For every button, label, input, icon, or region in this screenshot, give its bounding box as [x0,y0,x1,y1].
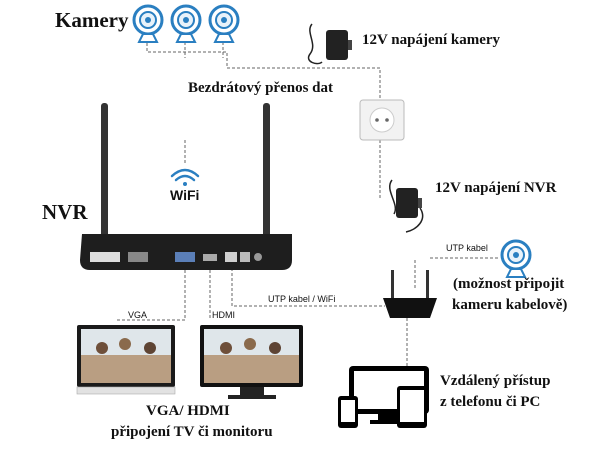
optional-camera-line2: kameru kabelově) [452,297,568,313]
router-icon [383,270,437,318]
connection-lines [115,38,500,370]
power-adapter-icon [307,23,352,65]
remote-access-line1: Vzdálený přístup [440,373,551,389]
cameras-title: Kamery [55,8,129,32]
vga-hdmi-label-line2: připojení TV či monitoru [111,424,273,440]
vga-port-label: VGA [128,310,148,320]
utp-wifi-label: UTP kabel / WiFi [268,294,336,304]
wifi-icon [170,168,200,186]
camera-icon [208,4,240,44]
tv-icon [200,325,303,399]
wifi-label: WiFi [170,187,200,203]
nvr-device [80,103,292,270]
vga-hdmi-label-line1: VGA/ HDMI [146,403,230,419]
optional-camera-line1: (možnost připojit [453,276,565,292]
tablet-icon [397,386,427,428]
camera-power-label: 12V napájení kamery [362,32,501,48]
monitor-icon [76,325,176,395]
camera-icon [170,4,202,44]
nvr-power-label: 12V napájení NVR [435,180,557,196]
wireless-transfer-label: Bezdrátový přenos dat [188,80,333,96]
smartphone-icon [338,396,358,428]
wall-socket-icon [359,99,405,141]
power-adapter-icon [389,179,424,233]
utp-cable-label: UTP kabel [446,243,488,253]
nvr-title: NVR [42,200,88,224]
camera-icon [132,4,164,44]
hdmi-port-label: HDMI [212,310,235,320]
remote-access-line2: z telefonu či PC [440,394,541,410]
camera-icon [500,239,532,279]
